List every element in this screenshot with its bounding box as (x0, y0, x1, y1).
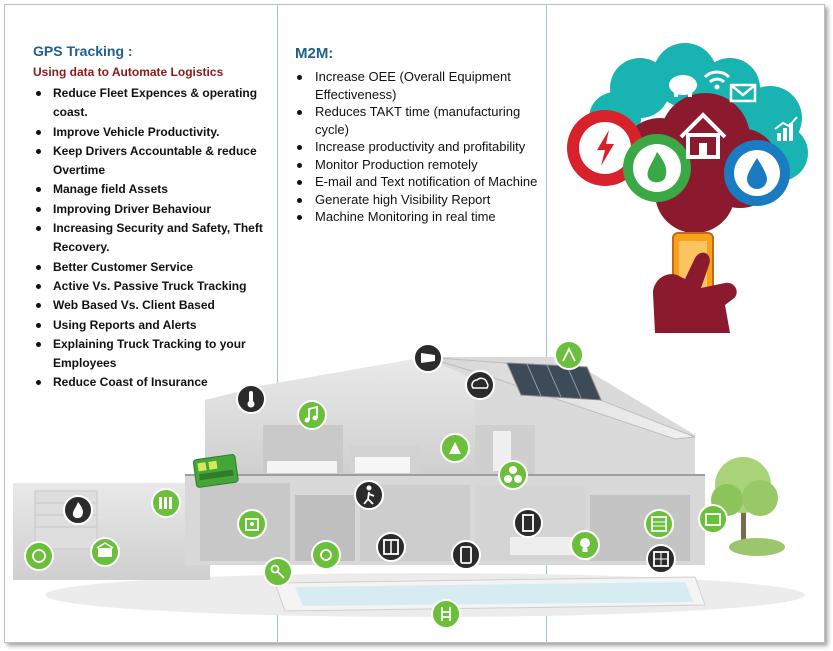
alarm-icon (237, 509, 267, 539)
water-drop-icon (724, 140, 790, 206)
m2m-title: M2M: (295, 45, 334, 62)
lightning-icon (567, 110, 643, 186)
car-icon (24, 541, 54, 571)
fold-line-right (546, 5, 547, 642)
flame-icon (623, 134, 691, 202)
walking-person-icon (354, 480, 384, 510)
solar-icon (554, 340, 584, 370)
m2m-item: Increase productivity and profitability (295, 138, 545, 156)
lamp-icon (570, 530, 600, 560)
gps-item: Improve Vehicle Productivity. (33, 123, 283, 142)
sprinkler-icon (311, 540, 341, 570)
fire-icon (63, 495, 93, 525)
gps-item: Explaining Truck Tracking to your Employ… (33, 335, 283, 374)
thermometer-icon (236, 384, 266, 414)
windsock-icon (413, 343, 443, 373)
fold-line-left (277, 5, 278, 642)
window-icon (376, 532, 406, 562)
gps-item: Better Customer Service (33, 258, 283, 277)
gps-item: Reduce Coast of Insurance (33, 373, 283, 392)
m2m-item: Increase OEE (Overall Equipment Effectiv… (295, 68, 545, 103)
garage-door-icon (698, 504, 728, 534)
m2m-item: E-mail and Text notification of Machine (295, 173, 545, 191)
chart-icon (774, 116, 798, 141)
gps-item: Active Vs. Passive Truck Tracking (33, 277, 283, 296)
pool-ladder-icon (431, 599, 461, 629)
mail-icon (729, 83, 757, 103)
door-icon (513, 508, 543, 538)
gps-section: GPS Tracking : Using data to Automate Lo… (33, 43, 283, 393)
gps-item: Increasing Security and Safety, Theft Re… (33, 219, 283, 258)
pump-icon (440, 433, 470, 463)
key-icon (263, 557, 293, 587)
gps-item: Reduce Fleet Expences & operating coast. (33, 84, 283, 123)
gps-list: Reduce Fleet Expences & operating coast.… (33, 84, 283, 393)
gps-title: GPS Tracking : (33, 43, 133, 59)
home-icon (679, 112, 727, 159)
wifi-icon (703, 70, 731, 90)
m2m-item: Monitor Production remotely (295, 156, 545, 174)
tablet-icon (451, 540, 481, 570)
music-icon (297, 400, 327, 430)
m2m-list: Increase OEE (Overall Equipment Effectiv… (295, 68, 545, 226)
icon-badges-layer (24, 340, 728, 629)
gps-item: Keep Drivers Accountable & reduce Overti… (33, 142, 283, 181)
garage-icon (90, 537, 120, 567)
gps-item: Improving Driver Behaviour (33, 200, 283, 219)
blinds-icon (644, 509, 674, 539)
gps-item: Using Reports and Alerts (33, 316, 283, 335)
weather-icon (465, 370, 495, 400)
gps-subtitle: Using data to Automate Logistics (33, 65, 224, 79)
m2m-item: Reduces TAKT time (manufacturing cycle) (295, 103, 545, 138)
m2m-item: Generate high Visibility Report (295, 191, 545, 209)
gps-item: Web Based Vs. Client Based (33, 296, 283, 315)
gps-item: Manage field Assets (33, 180, 283, 199)
m2m-item: Machine Monitoring in real time (295, 208, 545, 226)
phone-hand-icon (653, 232, 737, 333)
iot-cloud-graphic (567, 43, 808, 333)
fan-icon (498, 460, 528, 490)
window-grid-icon (646, 544, 676, 574)
piggy-bank-icon (669, 75, 697, 97)
radiator-icon (151, 488, 181, 518)
m2m-section: M2M: Increase OEE (Overall Equipment Eff… (295, 45, 545, 226)
brochure-frame: GPS Tracking : Using data to Automate Lo… (4, 4, 825, 643)
